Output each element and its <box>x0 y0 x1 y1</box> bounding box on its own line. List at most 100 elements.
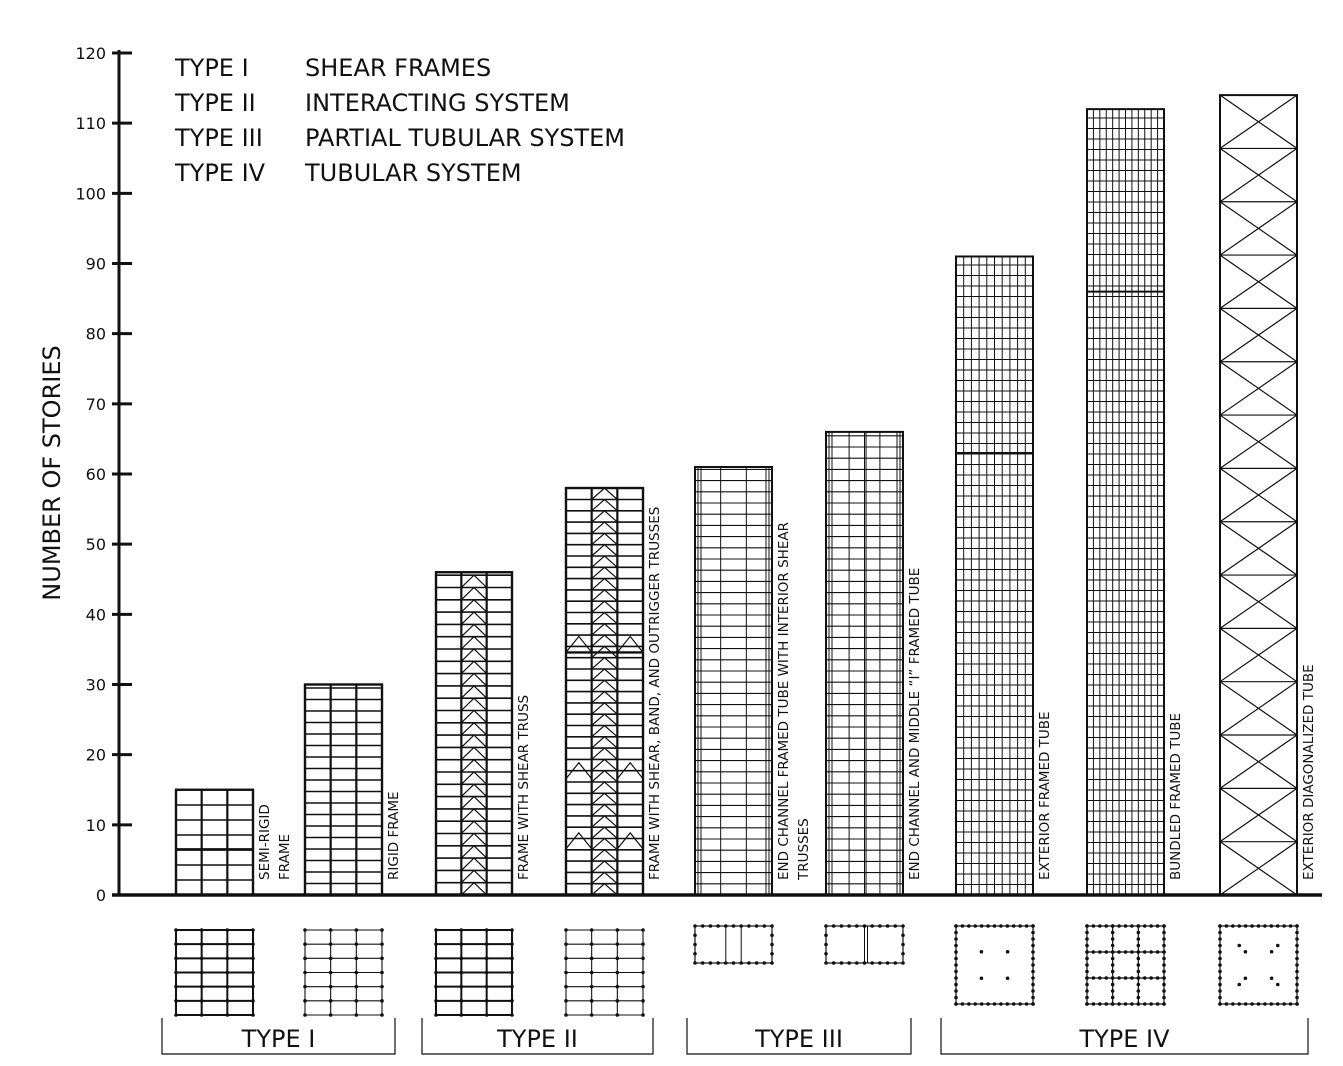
shear-truss-brace <box>591 736 618 749</box>
column-dot <box>1224 924 1229 928</box>
column-dot <box>1162 924 1166 928</box>
column-dot <box>1243 976 1248 981</box>
building-8: BUNDLED FRAMED TUBE <box>1086 108 1184 896</box>
column-dot <box>1085 924 1089 928</box>
column-dot <box>831 924 836 928</box>
shear-truss-brace <box>591 487 618 500</box>
column-dot <box>824 933 828 938</box>
column-dot <box>979 976 984 981</box>
shear-truss-brace <box>591 645 618 659</box>
column-dot <box>1149 1002 1153 1006</box>
shear-truss-brace <box>460 771 488 785</box>
column-dot <box>1123 924 1128 928</box>
shear-truss-brace <box>460 672 488 687</box>
column-dot <box>1288 1002 1293 1006</box>
column-dot <box>1295 989 1299 993</box>
column-dot <box>1269 949 1274 954</box>
group-label: TYPE II <box>496 1025 578 1053</box>
shear-truss-brace <box>591 634 618 647</box>
column-dot <box>1085 950 1089 954</box>
column-dot <box>754 924 759 928</box>
column-dot <box>1162 989 1166 993</box>
column-dot <box>693 933 697 938</box>
column-dot <box>1136 963 1141 967</box>
column-dot <box>1005 924 1010 928</box>
column-dot <box>1250 924 1254 928</box>
column-dot <box>1218 989 1222 993</box>
column-dot <box>960 1002 965 1006</box>
column-dot <box>1250 1002 1254 1006</box>
column-dot <box>1155 924 1160 928</box>
column-dot <box>1162 1002 1166 1006</box>
column-dot <box>1098 976 1102 980</box>
column-dot <box>1085 937 1089 941</box>
column-dot <box>1031 950 1035 954</box>
column-dot <box>954 1002 958 1006</box>
column-dot <box>724 924 728 928</box>
shear-truss-brace <box>460 734 488 748</box>
column-dot <box>1218 963 1222 967</box>
shear-truss-brace <box>591 543 618 557</box>
column-dot <box>1091 950 1096 954</box>
y-tick-label: 100 <box>75 184 106 203</box>
building-5: END CHANNEL FRAMED TUBE WITH INTERIOR SH… <box>694 465 812 896</box>
y-tick-label: 30 <box>86 676 106 695</box>
shear-truss-brace <box>591 826 618 839</box>
column-dot <box>885 924 890 928</box>
shear-truss-brace <box>460 660 488 675</box>
column-dot <box>1237 924 1242 928</box>
shear-truss-brace <box>591 656 618 670</box>
column-dot <box>1018 1002 1022 1006</box>
column-dot <box>1155 1002 1160 1006</box>
shear-truss-brace <box>460 709 488 724</box>
column-dot <box>1031 956 1035 961</box>
column-dot <box>1269 976 1274 981</box>
column-dot <box>716 961 720 965</box>
column-dot <box>1295 956 1299 961</box>
shear-truss-brace <box>591 871 618 885</box>
column-dot <box>979 949 984 954</box>
column-dot <box>1218 976 1222 980</box>
column-dot <box>700 924 705 928</box>
column-dot <box>1110 924 1115 928</box>
column-dot <box>1011 924 1016 928</box>
shear-truss-brace <box>460 635 488 650</box>
shear-truss-brace <box>591 589 618 602</box>
column-dot <box>1142 1002 1147 1006</box>
plan-outline <box>694 925 773 964</box>
column-dot <box>1110 989 1115 993</box>
column-dot <box>1162 930 1166 935</box>
column-dot <box>1142 976 1147 980</box>
column-dot <box>1256 1002 1261 1006</box>
y-tick-label: 20 <box>86 746 106 765</box>
column-dot <box>1024 924 1029 928</box>
column-dot <box>1295 976 1299 980</box>
column-dot <box>954 995 958 1000</box>
column-dot <box>1269 1002 1274 1006</box>
column-dot <box>1218 995 1222 1000</box>
column-dot <box>1104 950 1109 954</box>
floor-plan-9 <box>1218 924 1299 1006</box>
column-dot <box>1295 1002 1299 1006</box>
y-tick-label: 40 <box>86 605 106 624</box>
column-dot <box>1142 950 1147 954</box>
legend-description: TUBULAR SYSTEM <box>304 159 522 187</box>
column-dot <box>1162 937 1166 941</box>
column-dot <box>954 956 958 961</box>
column-dot <box>1295 982 1299 987</box>
shear-truss-brace <box>460 881 488 896</box>
column-dot <box>1117 1002 1121 1006</box>
column-dot <box>979 1002 984 1006</box>
shear-truss-brace <box>591 702 618 715</box>
diagonal-brace <box>1219 201 1298 256</box>
column-dot <box>1123 950 1128 954</box>
plan-outline <box>1219 925 1298 1005</box>
outrigger-truss <box>565 761 593 780</box>
column-dot <box>1031 982 1035 987</box>
shear-truss-brace <box>591 747 618 760</box>
shear-truss-brace <box>460 857 488 871</box>
column-dot <box>1117 924 1121 928</box>
building-label: FRAME <box>277 834 293 880</box>
column-dot <box>1263 1002 1267 1006</box>
